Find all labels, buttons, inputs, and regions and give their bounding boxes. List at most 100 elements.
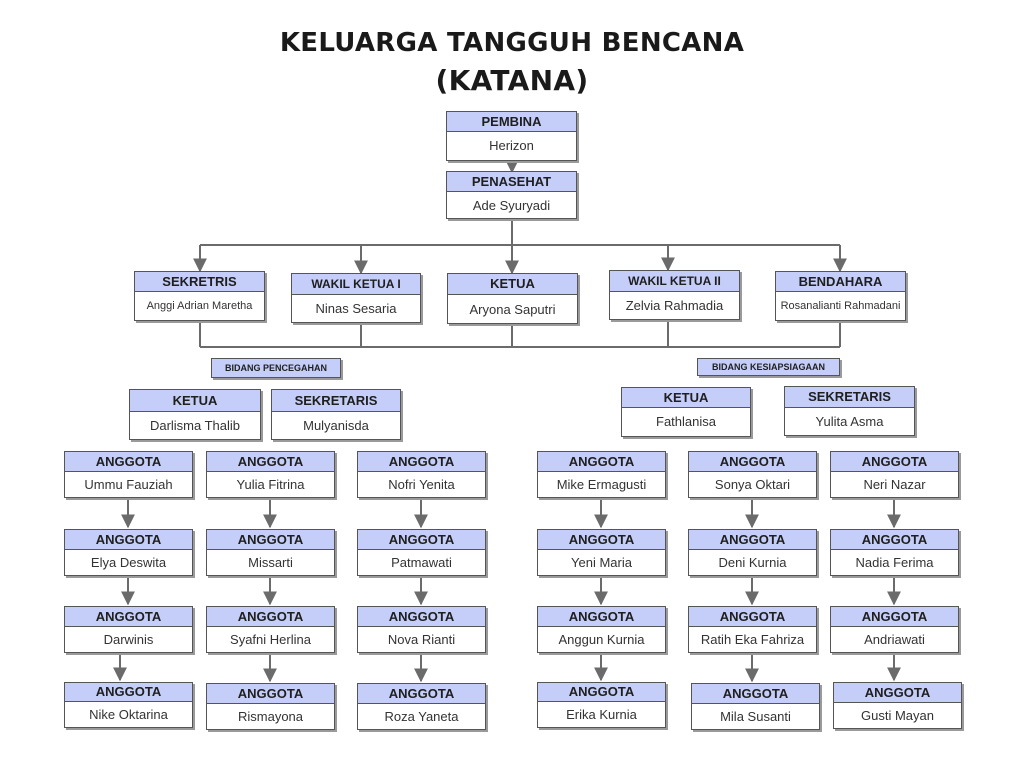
role-label: ANGGOTA bbox=[207, 684, 334, 704]
member-name: Nike Oktarina bbox=[89, 707, 168, 722]
anggota-card: ANGGOTA Nike Oktarina bbox=[64, 682, 193, 728]
anggota-card: ANGGOTA Erika Kurnia bbox=[537, 682, 666, 728]
node-kesiapsiagaan-sekretaris: SEKRETARIS Yulita Asma bbox=[784, 386, 915, 436]
node-bendahara: BENDAHARA Rosanalianti Rahmadani bbox=[775, 271, 906, 321]
anggota-card: ANGGOTA Gusti Mayan bbox=[833, 682, 962, 729]
anggota-card: ANGGOTA Syafni Herlina bbox=[206, 606, 335, 653]
node-ketua: KETUA Aryona Saputri bbox=[447, 273, 578, 324]
member-name: Darwinis bbox=[103, 632, 154, 647]
anggota-card: ANGGOTA Mila Susanti bbox=[691, 683, 820, 730]
member-name: Aryona Saputri bbox=[469, 302, 556, 317]
role-label: ANGGOTA bbox=[358, 607, 485, 627]
member-name: Yulita Asma bbox=[815, 414, 884, 429]
member-name: Erika Kurnia bbox=[566, 707, 637, 722]
role-label: ANGGOTA bbox=[689, 607, 816, 627]
role-label: ANGGOTA bbox=[538, 530, 665, 550]
role-label: SEKRETARIS bbox=[272, 390, 400, 412]
member-name: Andriawati bbox=[864, 632, 925, 647]
role-label: ANGGOTA bbox=[831, 530, 958, 550]
role-label: KETUA bbox=[448, 274, 577, 295]
anggota-card: ANGGOTA Neri Nazar bbox=[830, 451, 959, 498]
member-name: Nadia Ferima bbox=[855, 555, 934, 570]
role-label: ANGGOTA bbox=[831, 452, 958, 472]
node-wakil-ketua-2: WAKIL KETUA II Zelvia Rahmadia bbox=[609, 270, 740, 320]
node-pencegahan-ketua: KETUA Darlisma Thalib bbox=[129, 389, 261, 440]
member-name: Gusti Mayan bbox=[861, 708, 934, 723]
role-label: ANGGOTA bbox=[538, 683, 665, 702]
member-name: Nova Rianti bbox=[387, 632, 456, 647]
role-label: ANGGOTA bbox=[207, 607, 334, 627]
anggota-card: ANGGOTA Darwinis bbox=[64, 606, 193, 653]
bidang-kesiapsiagaan-label: BIDANG KESIAPSIAGAAN bbox=[697, 358, 840, 376]
member-name: Herizon bbox=[489, 138, 534, 153]
anggota-card: ANGGOTA Yeni Maria bbox=[537, 529, 666, 576]
role-label: WAKIL KETUA I bbox=[292, 274, 420, 295]
node-pencegahan-sekretaris: SEKRETARIS Mulyanisda bbox=[271, 389, 401, 440]
page-subtitle: (KATANA) bbox=[435, 64, 589, 97]
member-name: Yulia Fitrina bbox=[236, 477, 305, 492]
bidang-pencegahan-label: BIDANG PENCEGAHAN bbox=[211, 358, 341, 378]
role-label: ANGGOTA bbox=[65, 683, 192, 702]
member-name: Ratih Eka Fahriza bbox=[700, 632, 805, 647]
member-name: Ummu Fauziah bbox=[84, 477, 173, 492]
anggota-card: ANGGOTA Rismayona bbox=[206, 683, 335, 730]
member-name: Deni Kurnia bbox=[718, 555, 787, 570]
member-name: Ninas Sesaria bbox=[315, 301, 397, 316]
member-name: Syafni Herlina bbox=[230, 632, 311, 647]
anggota-card: ANGGOTA Ratih Eka Fahriza bbox=[688, 606, 817, 653]
member-name: Sonya Oktari bbox=[714, 477, 791, 492]
member-name: Anggun Kurnia bbox=[558, 632, 645, 647]
member-name: Rismayona bbox=[237, 709, 304, 724]
role-label: ANGGOTA bbox=[831, 607, 958, 627]
anggota-card: ANGGOTA Nadia Ferima bbox=[830, 529, 959, 576]
role-label: PEMBINA bbox=[447, 112, 576, 132]
role-label: ANGGOTA bbox=[692, 684, 819, 704]
member-name: Ade Syuryadi bbox=[472, 198, 551, 213]
node-penasehat: PENASEHAT Ade Syuryadi bbox=[446, 171, 577, 219]
role-label: ANGGOTA bbox=[65, 607, 192, 627]
role-label: WAKIL KETUA II bbox=[610, 271, 739, 292]
member-name: Mila Susanti bbox=[720, 709, 791, 724]
role-label: BENDAHARA bbox=[776, 272, 905, 292]
anggota-card: ANGGOTA Andriawati bbox=[830, 606, 959, 653]
member-name: Zelvia Rahmadia bbox=[625, 298, 724, 313]
node-pembina: PEMBINA Herizon bbox=[446, 111, 577, 161]
member-name: Roza Yaneta bbox=[384, 709, 459, 724]
node-kesiapsiagaan-ketua: KETUA Fathlanisa bbox=[621, 387, 751, 437]
role-label: ANGGOTA bbox=[538, 452, 665, 472]
member-name: Darlisma Thalib bbox=[149, 418, 241, 433]
member-name: Neri Nazar bbox=[863, 477, 926, 492]
member-name: Patmawati bbox=[391, 555, 452, 570]
role-label: ANGGOTA bbox=[207, 452, 334, 472]
anggota-card: ANGGOTA Sonya Oktari bbox=[688, 451, 817, 498]
role-label: ANGGOTA bbox=[65, 452, 192, 472]
member-name: Fathlanisa bbox=[656, 414, 716, 429]
member-name: Yeni Maria bbox=[571, 555, 632, 570]
role-label: ANGGOTA bbox=[358, 530, 485, 550]
role-label: ANGGOTA bbox=[538, 607, 665, 627]
member-name: Rosanalianti Rahmadani bbox=[780, 300, 901, 312]
anggota-card: ANGGOTA Elya Deswita bbox=[64, 529, 193, 576]
anggota-card: ANGGOTA Nova Rianti bbox=[357, 606, 486, 653]
member-name: Mulyanisda bbox=[303, 418, 369, 433]
anggota-card: ANGGOTA Patmawati bbox=[357, 529, 486, 576]
role-label: KETUA bbox=[130, 390, 260, 412]
role-label: ANGGOTA bbox=[834, 683, 961, 703]
page-title: KELUARGA TANGGUH BENCANA bbox=[279, 28, 745, 58]
member-name: Elya Deswita bbox=[90, 555, 167, 570]
anggota-card: ANGGOTA Anggun Kurnia bbox=[537, 606, 666, 653]
role-label: SEKRETARIS bbox=[785, 387, 914, 408]
member-name: Anggi Adrian Maretha bbox=[146, 300, 253, 312]
role-label: ANGGOTA bbox=[689, 452, 816, 472]
role-label: PENASEHAT bbox=[447, 172, 576, 192]
role-label: ANGGOTA bbox=[65, 530, 192, 550]
member-name: Missarti bbox=[248, 555, 293, 570]
role-label: KETUA bbox=[622, 388, 750, 408]
member-name: Nofri Yenita bbox=[388, 477, 455, 492]
